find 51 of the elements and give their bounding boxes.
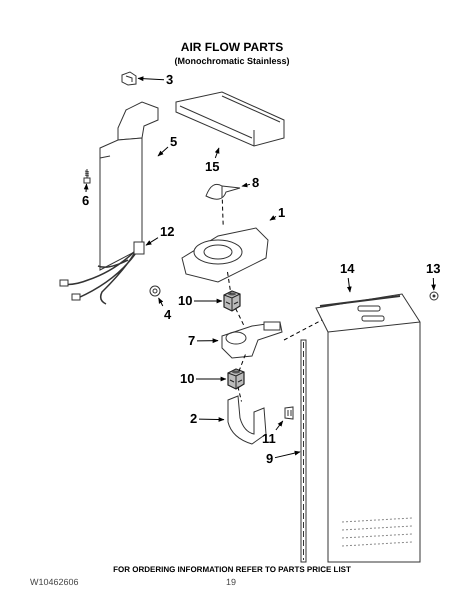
leader-line bbox=[194, 298, 223, 304]
leader-line bbox=[158, 146, 168, 156]
callout-number: 14 bbox=[340, 262, 354, 276]
leader-line bbox=[274, 450, 301, 458]
callout-number: 1 bbox=[278, 206, 286, 220]
callout-number: 9 bbox=[266, 452, 274, 466]
wire-harness-drawing bbox=[58, 240, 146, 306]
leader-line bbox=[137, 76, 164, 82]
callout-number: 2 bbox=[190, 412, 198, 426]
motor-mount-drawing bbox=[226, 368, 246, 390]
clip-drawing bbox=[120, 70, 138, 86]
leader-line bbox=[146, 237, 158, 246]
motor-mount-drawing bbox=[222, 290, 242, 312]
subtitle: (Monochromatic Stainless) bbox=[173, 56, 291, 66]
leader-line bbox=[235, 308, 244, 326]
leader-line bbox=[196, 376, 227, 382]
screw-drawing bbox=[428, 290, 440, 302]
diagram-title: AIR FLOW PARTS bbox=[180, 40, 284, 54]
clip-drawing bbox=[282, 405, 296, 421]
callout-number: 7 bbox=[188, 334, 196, 348]
ordering-note: FOR ORDERING INFORMATION REFER TO PARTS PRICE LIST bbox=[112, 565, 352, 574]
leader-line bbox=[431, 278, 436, 291]
leader-line bbox=[198, 417, 225, 422]
leader-line bbox=[346, 278, 352, 293]
callout-number: 13 bbox=[426, 262, 440, 276]
leader-line bbox=[84, 183, 89, 192]
callout-number: 3 bbox=[166, 73, 174, 87]
leader-line bbox=[237, 386, 242, 402]
callout-number: 4 bbox=[164, 308, 172, 322]
callout-number: 15 bbox=[205, 160, 220, 174]
grommet-drawing bbox=[148, 284, 162, 298]
document-number: W10462606 bbox=[30, 577, 79, 587]
callout-number: 6 bbox=[82, 194, 90, 208]
leader-line bbox=[241, 182, 250, 188]
seal-strip-drawing bbox=[300, 340, 308, 562]
leader-line bbox=[270, 215, 276, 221]
callout-number: 8 bbox=[252, 176, 260, 190]
callout-number: 10 bbox=[180, 372, 194, 386]
leader-line bbox=[238, 354, 246, 372]
leader-line bbox=[284, 320, 322, 340]
leader-line bbox=[227, 272, 232, 294]
callout-number: 12 bbox=[160, 225, 174, 239]
leader-line bbox=[214, 147, 220, 158]
leader-line bbox=[158, 297, 164, 306]
page-number: 19 bbox=[226, 577, 236, 587]
leader-line bbox=[222, 199, 224, 226]
leader-line bbox=[275, 420, 284, 430]
leader-line bbox=[196, 338, 219, 344]
callout-number: 5 bbox=[170, 135, 178, 149]
callout-number: 11 bbox=[262, 432, 276, 446]
callout-number: 10 bbox=[178, 294, 192, 308]
